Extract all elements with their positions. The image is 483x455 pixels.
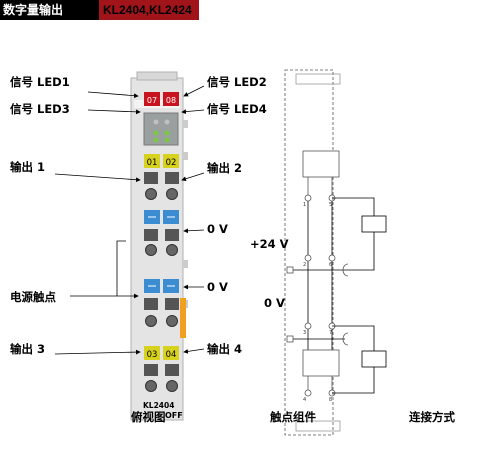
svg-text:3: 3 <box>303 330 306 336</box>
led-label-08: 08 <box>166 96 176 105</box>
svg-text:7: 7 <box>329 330 332 336</box>
label-zero-volt-right: 0 V <box>264 296 285 310</box>
led-box-07 <box>144 92 160 106</box>
category-header: 数字量输出 <box>0 0 99 20</box>
orange-release-tab <box>180 298 186 338</box>
terminal-overlay-text: OFF <box>165 411 183 420</box>
svg-text:8: 8 <box>329 397 332 403</box>
svg-text:5: 5 <box>329 202 332 208</box>
svg-text:4: 4 <box>303 397 306 403</box>
label-output-4: 输出 4 <box>207 342 243 356</box>
label-contact-assembly: 触点组件 <box>270 410 316 424</box>
label-connection: 连接方式 <box>409 410 455 424</box>
model-header: KL2404,KL2424 <box>99 0 199 20</box>
output-box-01 <box>144 154 160 168</box>
output-box-02 <box>163 154 179 168</box>
output-box-03 <box>144 346 160 360</box>
led-dot <box>164 130 170 136</box>
callout-arrows <box>54 85 205 355</box>
spring-clamp-row <box>144 364 179 392</box>
label-front-view: 俯视图 <box>131 410 166 424</box>
output-label-03: 03 <box>147 350 158 360</box>
output-label-01: 01 <box>147 158 158 168</box>
schematic-pin-labels: 1 5 2 6 3 7 4 8 <box>303 202 332 403</box>
label-zero-volt-a: 0 V <box>207 222 228 236</box>
led-dot <box>164 119 170 125</box>
label-signal-led4: 信号 LED4 <box>207 102 267 116</box>
label-signal-led3: 信号 LED3 <box>10 102 70 116</box>
led-box-08 <box>163 92 179 106</box>
led-label-07: 07 <box>147 96 157 105</box>
terminal-model-text: KL2404 <box>143 401 174 410</box>
led-dot <box>153 137 159 143</box>
label-output-2: 输出 2 <box>207 161 243 175</box>
output-box-04 <box>163 346 179 360</box>
led-dot <box>153 119 159 125</box>
led-dot <box>153 130 159 136</box>
contact-schematic <box>284 69 387 436</box>
label-power-contact: 电源触点 <box>10 290 56 304</box>
label-output-3: 输出 3 <box>10 342 46 356</box>
label-plus-24v: +24 V <box>250 237 289 251</box>
spring-clamp-row <box>144 172 179 200</box>
output-label-02: 02 <box>166 158 177 168</box>
spring-clamp-row <box>144 229 179 256</box>
label-signal-led1: 信号 LED1 <box>10 75 70 89</box>
led-window <box>143 112 179 146</box>
label-output-1: 输出 1 <box>10 160 46 174</box>
output-label-04: 04 <box>166 350 177 360</box>
label-signal-led2: 信号 LED2 <box>207 75 267 89</box>
svg-text:2: 2 <box>303 262 306 268</box>
led-dot <box>164 137 170 143</box>
label-zero-volt-b: 0 V <box>207 280 228 294</box>
spring-clamp-row <box>144 298 179 327</box>
svg-text:6: 6 <box>329 262 332 268</box>
svg-text:1: 1 <box>303 202 306 208</box>
